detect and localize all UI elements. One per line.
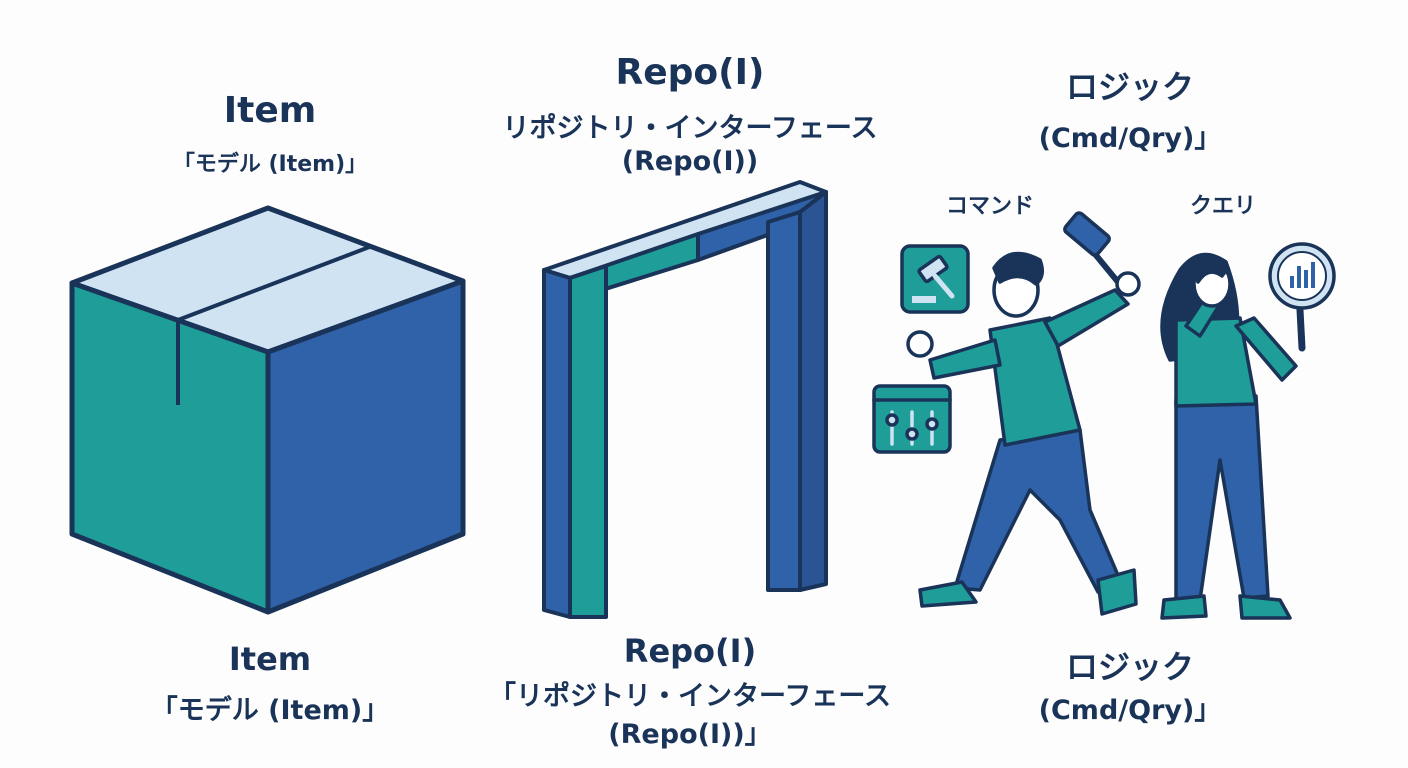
model-bottom-subtitle: 「モデル (Item)」 <box>150 695 390 726</box>
model-panel: Item 「モデル (Item)」 Item 「モデル (Item)」 <box>20 0 520 768</box>
repo-bottom-subtitle-2: (Repo(I))」 <box>608 719 772 750</box>
magnifier-chart-icon <box>1268 242 1336 352</box>
query-label: クエリ <box>1190 194 1257 219</box>
logic-bottom-title: ロジック <box>1065 648 1194 686</box>
repo-bottom-title: Repo(I) <box>623 632 757 670</box>
repo-top-subtitle-2: (Repo(I)) <box>621 146 759 177</box>
repo-bottom-subtitle: 「リポジトリ・インターフェース <box>488 681 892 712</box>
logic-top-title: ロジック <box>1065 68 1194 106</box>
query-figure <box>1160 242 1336 620</box>
logic-top-subtitle: (Cmd/Qry)」 <box>1038 123 1222 154</box>
command-figure <box>906 211 1141 616</box>
gavel-icon <box>900 244 970 314</box>
logic-bottom-subtitle: (Cmd/Qry)」 <box>1038 695 1222 726</box>
command-label: コマンド <box>946 194 1035 219</box>
model-top-title: Item <box>223 90 317 131</box>
repo-panel: Repo(I) リポジトリ・インターフェース (Repo(I)) Repo(I)… <box>440 0 940 768</box>
logic-panel: ロジック (Cmd/Qry)」 コマンド クエリ ロジック (Cmd/Qry)」 <box>880 0 1380 768</box>
model-top-subtitle: 「モデル (Item)」 <box>172 152 368 177</box>
sliders-icon <box>872 384 952 454</box>
repo-top-title: Repo(I) <box>615 52 765 93</box>
repo-top-subtitle: リポジトリ・インターフェース <box>502 113 878 144</box>
model-bottom-title: Item <box>228 640 312 678</box>
